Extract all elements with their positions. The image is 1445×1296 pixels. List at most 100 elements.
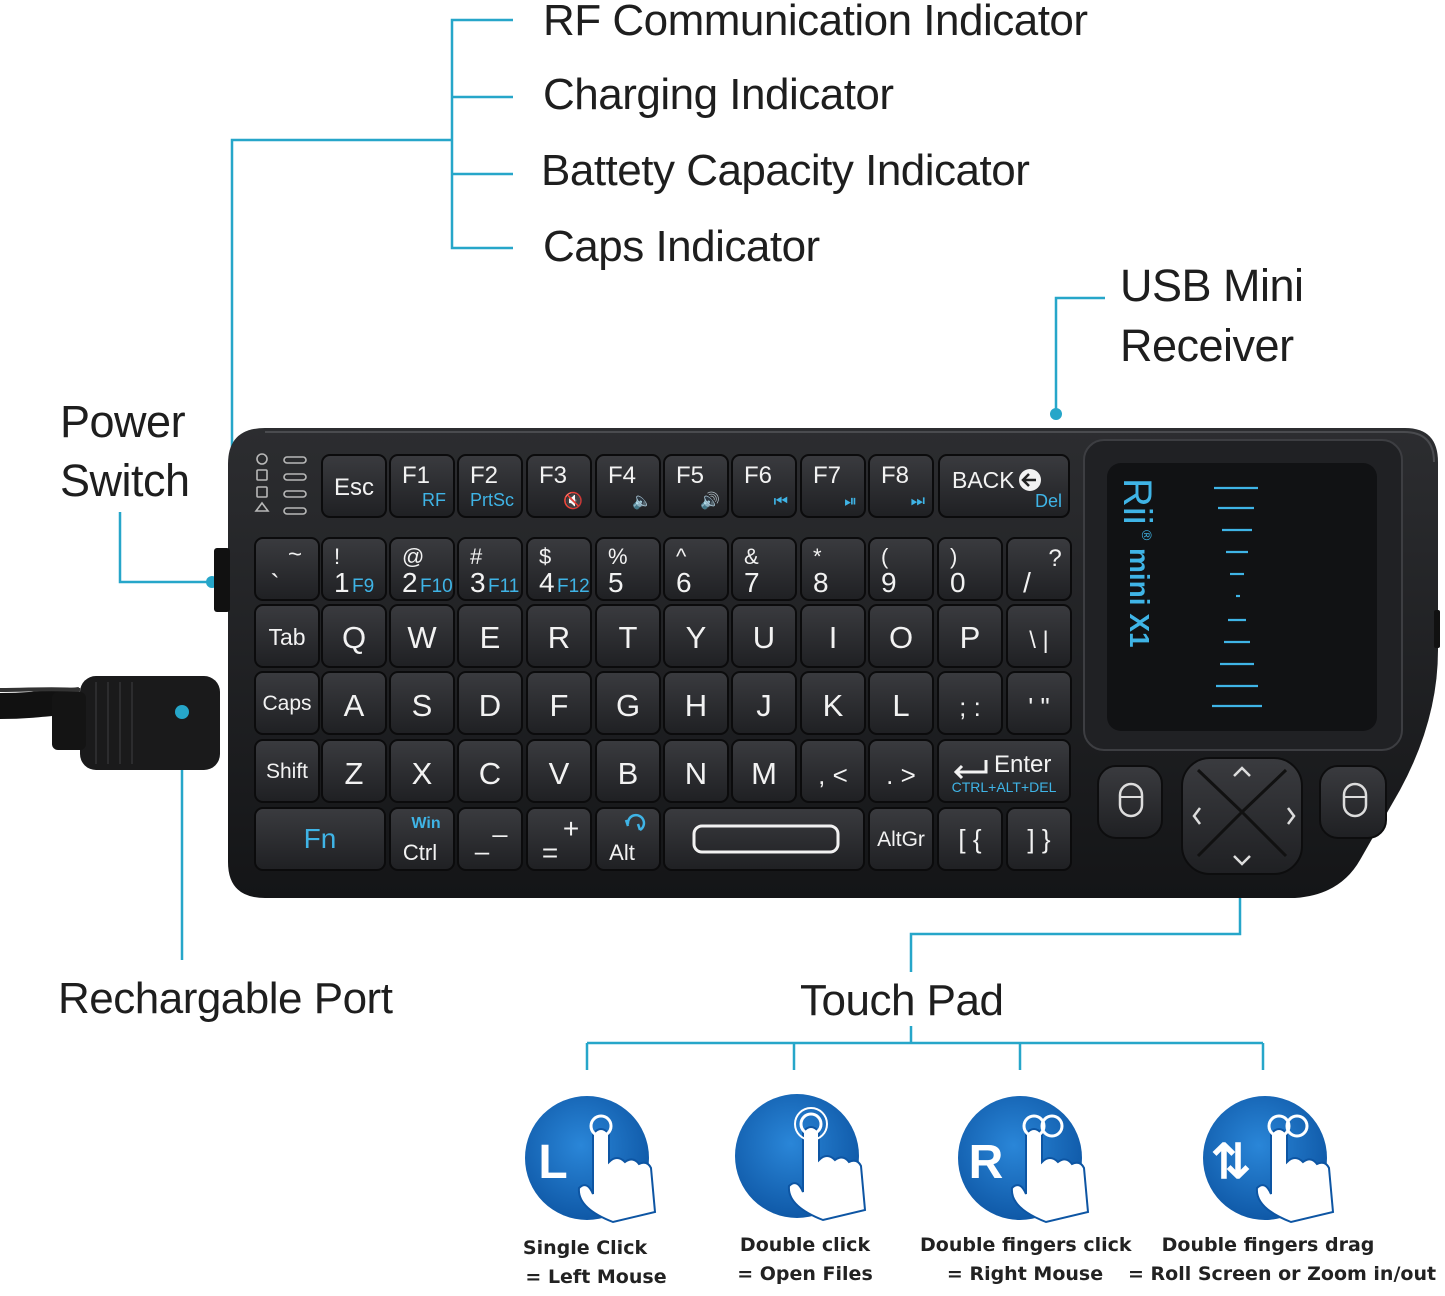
key-z-row-2[interactable]: X bbox=[389, 739, 455, 803]
key-num-5[interactable]: %5 bbox=[595, 537, 661, 601]
right-mouse-button[interactable] bbox=[1319, 765, 1387, 839]
key-a-row-2[interactable]: S bbox=[389, 671, 455, 735]
key-a-row-11[interactable]: ' " bbox=[1006, 671, 1072, 735]
gesture-letter: L bbox=[538, 1136, 567, 1189]
key-q-row-11[interactable]: \ | bbox=[1006, 604, 1072, 668]
key-q-row-5[interactable]: T bbox=[595, 604, 661, 668]
key-a-row-10[interactable]: ; : bbox=[937, 671, 1003, 735]
key-f6[interactable]: F6⏮ bbox=[731, 454, 797, 518]
key-q-row-10[interactable]: P bbox=[937, 604, 1003, 668]
key-num-11[interactable]: ?/ bbox=[1006, 537, 1072, 601]
key-equal[interactable]: += bbox=[526, 807, 592, 871]
key-esc[interactable]: Esc bbox=[321, 454, 387, 518]
key-a-row-8[interactable]: K bbox=[800, 671, 866, 735]
key-a-row-1[interactable]: A bbox=[321, 671, 387, 735]
key-z-row-5[interactable]: B bbox=[595, 739, 661, 803]
key-num-0[interactable]: ~` bbox=[254, 537, 320, 601]
key-fn[interactable]: Fn bbox=[254, 807, 386, 871]
key-a-row-6[interactable]: H bbox=[663, 671, 729, 735]
charging-indicator-label: Charging Indicator bbox=[543, 70, 894, 119]
key-sublegend: 🔊 bbox=[700, 491, 720, 510]
key-rbracket[interactable]: ] } bbox=[1006, 807, 1072, 871]
key-sublegend: CTRL+ALT+DEL bbox=[952, 779, 1057, 795]
key-num-7[interactable]: &7 bbox=[731, 537, 797, 601]
key-f3[interactable]: F3🔇 bbox=[526, 454, 592, 518]
key-z-row-6[interactable]: N bbox=[663, 739, 729, 803]
left-mouse-button[interactable] bbox=[1097, 765, 1163, 839]
key-z-row-8[interactable]: , < bbox=[800, 739, 866, 803]
key-q-row-2[interactable]: W bbox=[389, 604, 455, 668]
key-q-row-8[interactable]: I bbox=[800, 604, 866, 668]
key-altgr[interactable]: AltGr bbox=[868, 807, 934, 871]
gesture-caption-double-finger-click: Double fingers click = Right Mouse bbox=[920, 1231, 1132, 1289]
key-legend: 8 bbox=[813, 567, 829, 598]
key-q-row-6[interactable]: Y bbox=[663, 604, 729, 668]
key-a-row-4[interactable]: F bbox=[526, 671, 592, 735]
key-legend: = bbox=[542, 837, 558, 868]
key-q-row-4[interactable]: R bbox=[526, 604, 592, 668]
direction-pad[interactable] bbox=[1181, 757, 1303, 875]
usb-cable bbox=[0, 676, 220, 770]
key-legend: Y bbox=[686, 620, 707, 655]
key-a-row-3[interactable]: D bbox=[457, 671, 523, 735]
gesture-line1: Double fingers drag bbox=[1161, 1234, 1375, 1256]
key-legend: F4 bbox=[608, 462, 636, 489]
key-z-row-4[interactable]: V bbox=[526, 739, 592, 803]
key-z-row-7[interactable]: M bbox=[731, 739, 797, 803]
key-q-row-0[interactable]: Tab bbox=[254, 604, 320, 668]
key-legend: L bbox=[892, 688, 909, 723]
key-legend: F8 bbox=[881, 462, 909, 489]
brand-model: mini X1 bbox=[1124, 548, 1155, 648]
key-legend: I bbox=[829, 620, 838, 655]
gesture-double-click bbox=[735, 1094, 867, 1222]
key-lbracket[interactable]: [ { bbox=[937, 807, 1003, 871]
key-z-row-3[interactable]: C bbox=[457, 739, 523, 803]
key-legend: Fn bbox=[304, 823, 337, 854]
key-z-row-9[interactable]: . > bbox=[868, 739, 934, 803]
key-top-legend: + bbox=[563, 813, 579, 844]
key-num-9[interactable]: (9 bbox=[868, 537, 934, 601]
key-z-row-1[interactable]: Z bbox=[321, 739, 387, 803]
key-q-row-3[interactable]: E bbox=[457, 604, 523, 668]
scroll-strip bbox=[1212, 486, 1262, 708]
gesture-letter: R bbox=[969, 1136, 1004, 1189]
key-a-row-0[interactable]: Caps bbox=[254, 671, 320, 735]
key-legend: N bbox=[685, 756, 707, 791]
key-a-row-9[interactable]: L bbox=[868, 671, 934, 735]
power-switch-label-line1: Power bbox=[60, 396, 186, 447]
key-a-row-5[interactable]: G bbox=[595, 671, 661, 735]
key-top-legend: _ bbox=[492, 808, 508, 838]
key-z-row-0[interactable]: Shift bbox=[254, 739, 320, 803]
key-a-row-7[interactable]: J bbox=[731, 671, 797, 735]
key-minus[interactable]: _– bbox=[457, 807, 523, 871]
key-f7[interactable]: F7⏯ bbox=[800, 454, 866, 518]
key-num-8[interactable]: *8 bbox=[800, 537, 866, 601]
key-legend: F6 bbox=[744, 462, 772, 489]
key-space[interactable] bbox=[663, 807, 865, 871]
key-f4[interactable]: F4🔈 bbox=[595, 454, 661, 518]
key-num-10[interactable]: )0 bbox=[937, 537, 1003, 601]
key-q-row-9[interactable]: O bbox=[868, 604, 934, 668]
key-num-6[interactable]: ^6 bbox=[663, 537, 729, 601]
brand-name: Rii bbox=[1115, 478, 1159, 525]
key-f5[interactable]: F5🔊 bbox=[663, 454, 729, 518]
key-top-legend: % bbox=[608, 544, 628, 569]
key-legend: A bbox=[344, 688, 365, 723]
key-q-row-1[interactable]: Q bbox=[321, 604, 387, 668]
key-q-row-7[interactable]: U bbox=[731, 604, 797, 668]
key-sublegend: F11 bbox=[488, 576, 519, 597]
key-legend: F3 bbox=[539, 462, 567, 489]
key-f8[interactable]: F8⏭ bbox=[868, 454, 934, 518]
key-legend: 3 bbox=[470, 567, 486, 598]
key-alt[interactable]: Alt bbox=[595, 807, 661, 871]
key-top-legend: & bbox=[744, 544, 759, 569]
